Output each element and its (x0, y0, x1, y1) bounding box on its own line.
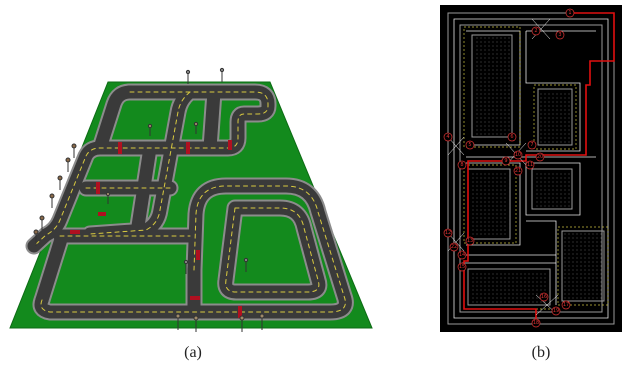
waypoint-label: 4 (446, 134, 449, 140)
waypoint-label: 7 (530, 142, 533, 148)
track-3d-render (0, 0, 380, 340)
waypoint-label: 20 (537, 154, 543, 160)
waypoint-label: 13 (467, 238, 473, 244)
waypoint-label: 19 (553, 308, 559, 314)
map-svg: 1 2 3 4 5 6 7 8 9 10 11 12 13 14 15 16 1… (440, 5, 622, 332)
waypoint-label: 21 (515, 168, 521, 174)
waypoint-label: 8 (460, 162, 463, 168)
caption-a: (a) (163, 344, 223, 362)
waypoint-label: 14 (459, 252, 465, 258)
waypoint-label: 22 (451, 244, 457, 250)
waypoint-label: 11 (527, 162, 533, 168)
track-3d-svg (0, 0, 380, 340)
waypoint-label: 10 (515, 152, 521, 158)
waypoint-label: 9 (504, 158, 507, 164)
track-2d-map: 1 2 3 4 5 6 7 8 9 10 11 12 13 14 15 16 1… (440, 5, 622, 332)
waypoint-label: 12 (445, 230, 451, 236)
waypoint-label: 18 (533, 320, 539, 326)
waypoint-label: 3 (558, 32, 561, 38)
waypoint-label: 15 (459, 264, 465, 270)
waypoint-label: 16 (541, 294, 547, 300)
waypoint-label: 6 (510, 134, 513, 140)
waypoint-label: 1 (568, 10, 571, 16)
caption-b: (b) (511, 344, 571, 362)
waypoint-label: 2 (534, 28, 537, 34)
waypoint-label: 17 (563, 302, 569, 308)
waypoint-label: 5 (468, 142, 471, 148)
